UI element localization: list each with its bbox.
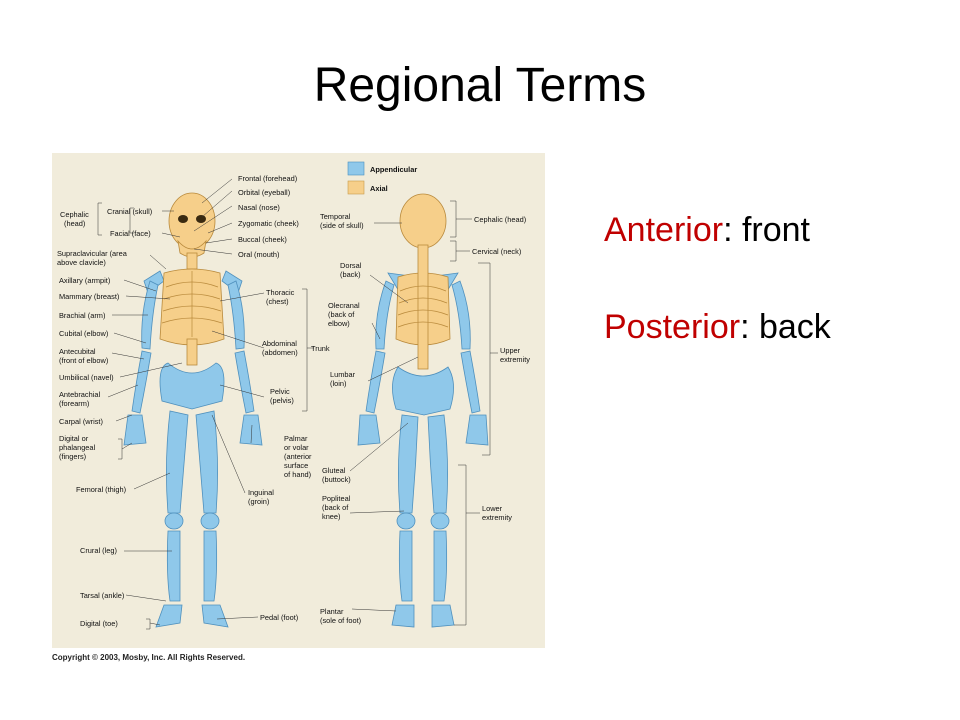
label-lumbar: Lumbar [330, 370, 356, 379]
label-cephalic-posterior: Cephalic (head) [474, 215, 526, 224]
label-plantar-sub: (sole of foot) [320, 616, 361, 625]
label-pelvic: Pelvic [270, 387, 290, 396]
term-anterior-meaning: front [741, 211, 811, 249]
label-tarsal: Tarsal (ankle) [80, 591, 124, 600]
label-temporal: Temporal [320, 212, 351, 221]
anterior-skeleton [123, 192, 263, 628]
label-olecranal-1: (back of [328, 310, 355, 319]
term-anterior-sep: : [723, 211, 742, 249]
label-digital-1: phalangeal [59, 443, 96, 452]
label-antecubital-sub: (front of elbow) [59, 356, 108, 365]
label-temporal-sub: (side of skull) [320, 221, 364, 230]
label-cranial: Cranial (skull) [107, 207, 152, 216]
term-anterior: Anterior: front [604, 210, 831, 250]
label-upper-extremity: Upper [500, 346, 521, 355]
term-posterior: Posterior: back [604, 307, 831, 347]
label-inguinal-sub: (groin) [248, 497, 269, 506]
label-palmar-4: of hand) [284, 470, 311, 479]
legend-axial: Axial [370, 184, 388, 193]
label-thoracic-sub: (chest) [266, 297, 289, 306]
label-palmar-2: (anterior [284, 452, 312, 461]
label-digital: Digital or [59, 434, 89, 443]
label-cubital: Cubital (elbow) [59, 329, 108, 338]
label-cervical: Cervical (neck) [472, 247, 521, 256]
label-umbilical: Umbilical (navel) [59, 373, 114, 382]
label-digital-toe: Digital (toe) [80, 619, 118, 628]
label-trunk: Trunk [311, 344, 330, 353]
label-supraclavicular-sub: above clavicle) [57, 258, 106, 267]
label-buccal: Buccal (cheek) [238, 235, 287, 244]
label-olecranal-2: elbow) [328, 319, 350, 328]
posterior-skeleton [357, 193, 489, 628]
label-femoral: Femoral (thigh) [76, 485, 126, 494]
label-axillary: Axillary (armpit) [59, 276, 110, 285]
label-antebrachial-sub: (forearm) [59, 399, 89, 408]
skeleton-diagram: Appendicular Axial [57, 161, 530, 630]
label-inguinal: Inguinal [248, 488, 274, 497]
label-olecranal: Olecranal [328, 301, 360, 310]
legend-swatch-appendicular [347, 161, 365, 176]
label-abdominal-sub: (abdomen) [262, 348, 298, 357]
label-pelvic-sub: (pelvis) [270, 396, 294, 405]
label-frontal: Frontal (forehead) [238, 174, 297, 183]
label-crural: Crural (leg) [80, 546, 117, 555]
label-orbital: Orbital (eyeball) [238, 188, 290, 197]
label-antebrachial: Antebrachial [59, 390, 100, 399]
label-nasal: Nasal (nose) [238, 203, 280, 212]
label-plantar: Plantar [320, 607, 344, 616]
label-cephalic-sub: (head) [64, 219, 85, 228]
legend-swatch-axial [347, 180, 365, 195]
label-digital-2: (fingers) [59, 452, 86, 461]
label-thoracic: Thoracic [266, 288, 295, 297]
legend-appendicular: Appendicular [370, 165, 417, 174]
label-gluteal: Gluteal [322, 466, 346, 475]
label-abdominal: Abdominal [262, 339, 297, 348]
term-anterior-word: Anterior [604, 211, 724, 249]
label-palmar-1: or volar [284, 443, 309, 452]
copyright-notice: Copyright © 2003, Mosby, Inc. All Rights… [52, 653, 246, 662]
label-carpal: Carpal (wrist) [59, 417, 103, 426]
label-upper-extremity-sub: extremity [500, 355, 530, 364]
label-cephalic: Cephalic [60, 210, 89, 219]
label-gluteal-sub: (buttock) [322, 475, 351, 484]
label-palmar: Palmar [284, 434, 308, 443]
label-antecubital: Antecubital [59, 347, 96, 356]
term-posterior-sep: : [740, 308, 759, 346]
label-oral: Oral (mouth) [238, 250, 279, 259]
label-zygomatic: Zygomatic (cheek) [238, 219, 299, 228]
term-posterior-word: Posterior [604, 308, 741, 346]
label-brachial: Brachial (arm) [59, 311, 105, 320]
terms-list: Anterior: front Posterior: back [604, 210, 831, 347]
label-popliteal-2: knee) [322, 512, 341, 521]
label-pedal: Pedal (foot) [260, 613, 298, 622]
label-lower-extremity: Lower [482, 504, 503, 513]
term-posterior-meaning: back [758, 308, 831, 346]
label-lower-extremity-sub: extremity [482, 513, 512, 522]
label-popliteal-1: (back of [322, 503, 349, 512]
label-supraclavicular: Supraclavicular (area [57, 249, 128, 258]
skeleton-figure: Appendicular Axial [52, 153, 545, 648]
slide-title: Regional Terms [313, 59, 647, 112]
label-palmar-3: surface [284, 461, 308, 470]
label-lumbar-sub: (loin) [330, 379, 346, 388]
label-mammary: Mammary (breast) [59, 292, 119, 301]
label-dorsal-sub: (back) [340, 270, 361, 279]
label-facial: Facial (face) [110, 229, 151, 238]
label-popliteal: Popliteal [322, 494, 351, 503]
label-dorsal: Dorsal [340, 261, 362, 270]
